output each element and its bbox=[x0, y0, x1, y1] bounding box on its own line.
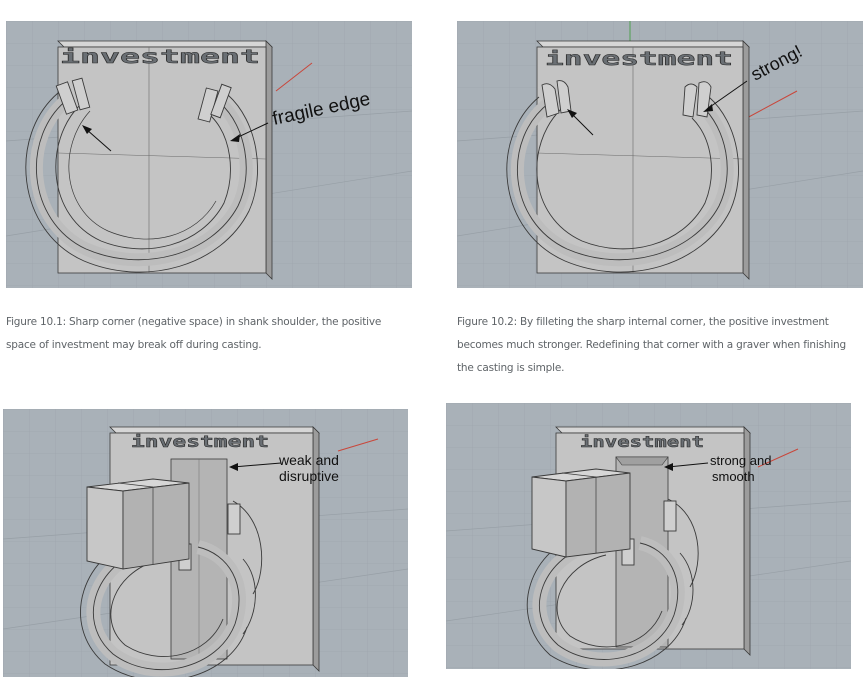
ring-head-block bbox=[531, 468, 631, 558]
ring-head-block bbox=[86, 478, 190, 570]
ring-model bbox=[25, 77, 259, 273]
axis-red bbox=[337, 438, 379, 452]
figure-10-3-image: investment weak and disruptive bbox=[3, 409, 408, 677]
figure-10-3-render: investment weak and disruptive bbox=[3, 409, 408, 677]
figure-10-2-image: investment strong! bbox=[457, 21, 863, 288]
figure-10-1-image: investment fragile edge bbox=[6, 21, 412, 288]
engraved-text: investment bbox=[131, 432, 269, 451]
engraved-text: investment bbox=[580, 433, 704, 451]
figure-10-2-render: investment strong! bbox=[457, 21, 863, 288]
annotation-disruptive: disruptive bbox=[279, 468, 339, 484]
ring-model bbox=[526, 498, 699, 669]
ring-model bbox=[506, 80, 740, 273]
engraved-text: investment bbox=[545, 48, 733, 70]
figure-10-4-image: investment strong and smooth bbox=[446, 403, 851, 669]
axis-red bbox=[744, 90, 798, 120]
figure-10-2-caption: Figure 10.2: By filleting the sharp inte… bbox=[457, 316, 846, 374]
axis-red bbox=[757, 448, 799, 468]
annotation-smooth: smooth bbox=[712, 469, 755, 484]
engraved-text: investment bbox=[60, 46, 260, 68]
annotation-weak-and: weak and bbox=[278, 452, 339, 468]
investment-block bbox=[536, 46, 744, 274]
figure-10-1-render: investment fragile edge bbox=[6, 21, 412, 288]
axis-red bbox=[275, 62, 313, 92]
annotation-strong-and: strong and bbox=[710, 453, 771, 468]
figure-10-4-render: investment strong and smooth bbox=[446, 403, 851, 669]
investment-block bbox=[57, 46, 267, 274]
figure-10-1-caption: Figure 10.1: Sharp corner (negative spac… bbox=[6, 316, 382, 351]
